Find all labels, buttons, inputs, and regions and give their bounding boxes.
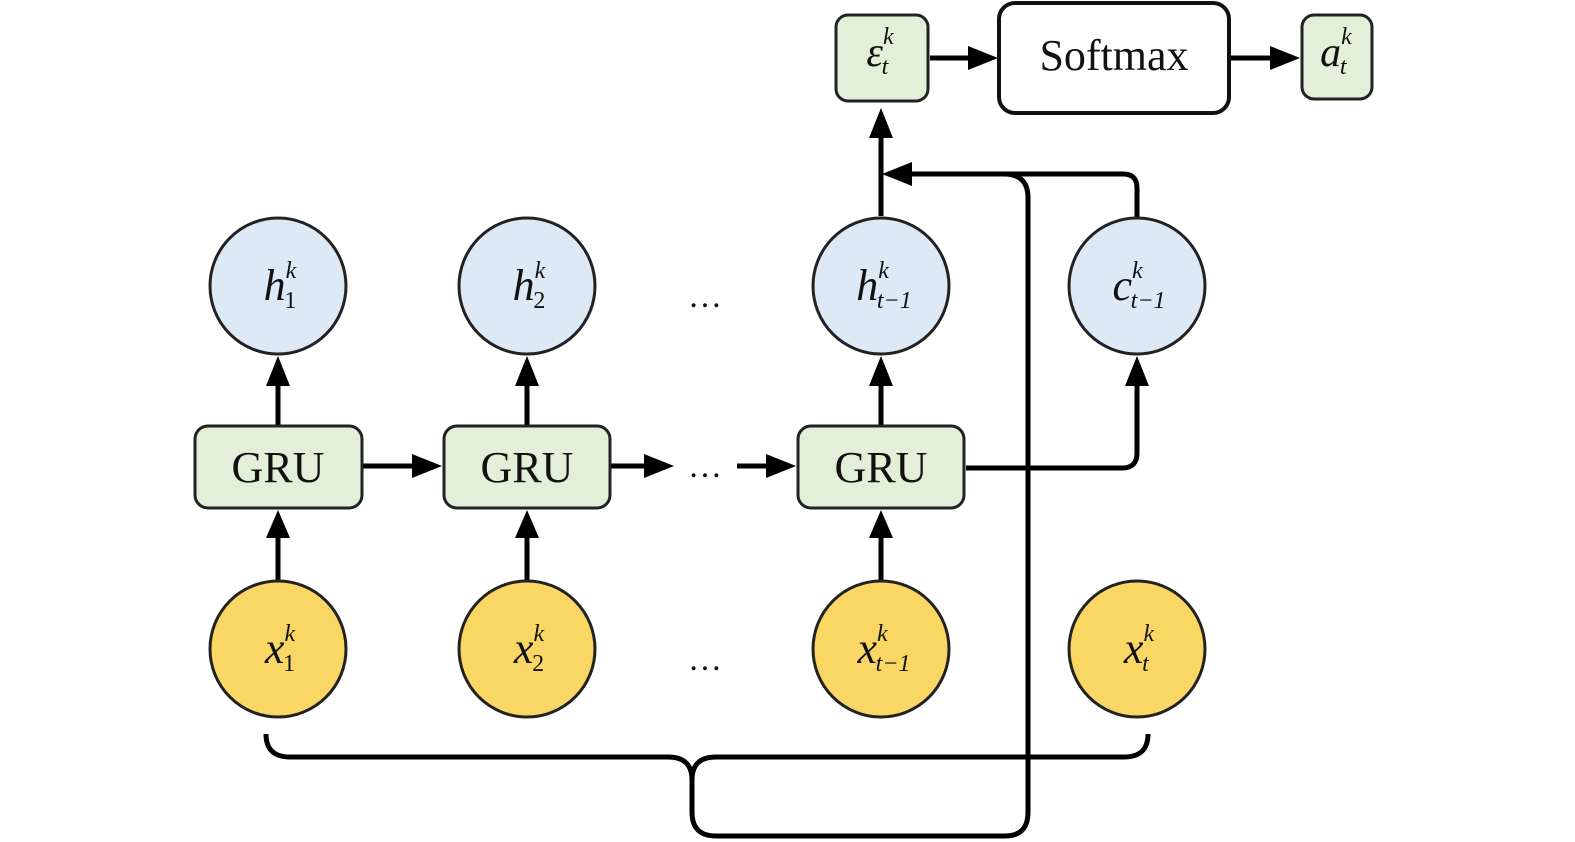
arrowhead — [882, 162, 912, 186]
svg-text:xk1: xk 1 — [264, 621, 296, 677]
gru-cell-2: GRU — [442, 424, 612, 510]
arrowhead — [515, 356, 539, 386]
arrowhead — [1270, 46, 1300, 70]
node-base: x — [856, 624, 877, 673]
node-sub: 2 — [533, 288, 545, 314]
node-sub: t — [1340, 54, 1348, 80]
svg-text:xkt−1: xk t−1 — [856, 621, 910, 677]
ellipsis-input: … — [688, 641, 722, 678]
connectors — [263, 46, 1300, 839]
node-sup: k — [1132, 258, 1143, 284]
edge-gru3-ct1 — [966, 384, 1140, 471]
node-base: a — [1320, 30, 1341, 76]
softmax-label: Softmax — [1039, 31, 1188, 80]
ellipsis-hidden: … — [688, 278, 722, 315]
input-node-t-minus-1: xk t−1 — [811, 579, 951, 719]
node-base: c — [1112, 261, 1132, 310]
node-sub: 2 — [532, 651, 544, 677]
node-sup: k — [286, 258, 297, 284]
hidden-node-t-minus-1: hk t−1 — [811, 216, 951, 356]
input-node-1: xk 1 — [208, 579, 348, 719]
node-sub: t−1 — [877, 288, 912, 314]
node-sup: k — [284, 621, 295, 647]
node-base: x — [1123, 624, 1144, 673]
arrowhead — [1125, 356, 1149, 386]
arrowhead — [968, 46, 998, 70]
node-base: x — [513, 624, 534, 673]
svg-text:εkt: εkt — [866, 24, 894, 80]
node-sub: t — [1142, 651, 1150, 677]
svg-text:ckt−1: ck t−1 — [1112, 258, 1165, 314]
arrowhead — [869, 510, 893, 538]
context-node: ck t−1 — [1067, 216, 1207, 356]
svg-text:hk2: hk 2 — [513, 258, 546, 314]
gru-cell-3: GRU — [796, 424, 966, 510]
arrowhead — [869, 356, 893, 386]
svg-text:xk2: xk 2 — [513, 621, 545, 677]
node-sub: t — [882, 54, 890, 80]
edge-brace-loop — [263, 171, 1031, 839]
svg-text:hk1: hk 1 — [264, 258, 297, 314]
node-base: h — [513, 261, 535, 310]
hidden-node-2: hk 2 — [457, 216, 597, 356]
arrowhead — [515, 510, 539, 538]
edge-ct1-merge — [910, 171, 1140, 218]
hidden-node-1: hk 1 — [208, 216, 348, 356]
node-base: x — [264, 624, 285, 673]
arrowhead — [766, 454, 796, 478]
gru-label: GRU — [232, 443, 325, 492]
svg-text:hkt−1: hk t−1 — [856, 258, 912, 314]
node-base: h — [856, 261, 878, 310]
input-node-2: xk 2 — [457, 579, 597, 719]
node-base: ε — [866, 30, 883, 76]
node-sup: k — [1341, 24, 1352, 50]
node-sub: t−1 — [876, 651, 911, 677]
arrowhead — [412, 454, 442, 478]
svg-text:akt: akt — [1320, 24, 1352, 80]
gru-label: GRU — [835, 443, 928, 492]
ellipsis-gru: … — [688, 448, 722, 485]
gru-label: GRU — [481, 443, 574, 492]
node-sub: 1 — [284, 288, 296, 314]
svg-text:xkt: xkt — [1123, 621, 1155, 677]
node-sub: t−1 — [1131, 288, 1166, 314]
node-sup: k — [535, 258, 546, 284]
brace-right — [689, 733, 1151, 781]
node-sup: k — [877, 621, 888, 647]
arrowhead — [869, 108, 893, 138]
node-sup: k — [1143, 621, 1154, 647]
node-base: h — [264, 261, 286, 310]
arrowhead — [266, 356, 290, 386]
node-sub: 1 — [283, 651, 295, 677]
node-sup: k — [533, 621, 544, 647]
gru-cell-1: GRU — [193, 424, 364, 510]
node-sup: k — [883, 24, 894, 50]
arrowhead — [266, 510, 290, 538]
node-sup: k — [878, 258, 889, 284]
softmax-box: Softmax — [997, 1, 1231, 115]
arrowhead — [644, 454, 674, 478]
